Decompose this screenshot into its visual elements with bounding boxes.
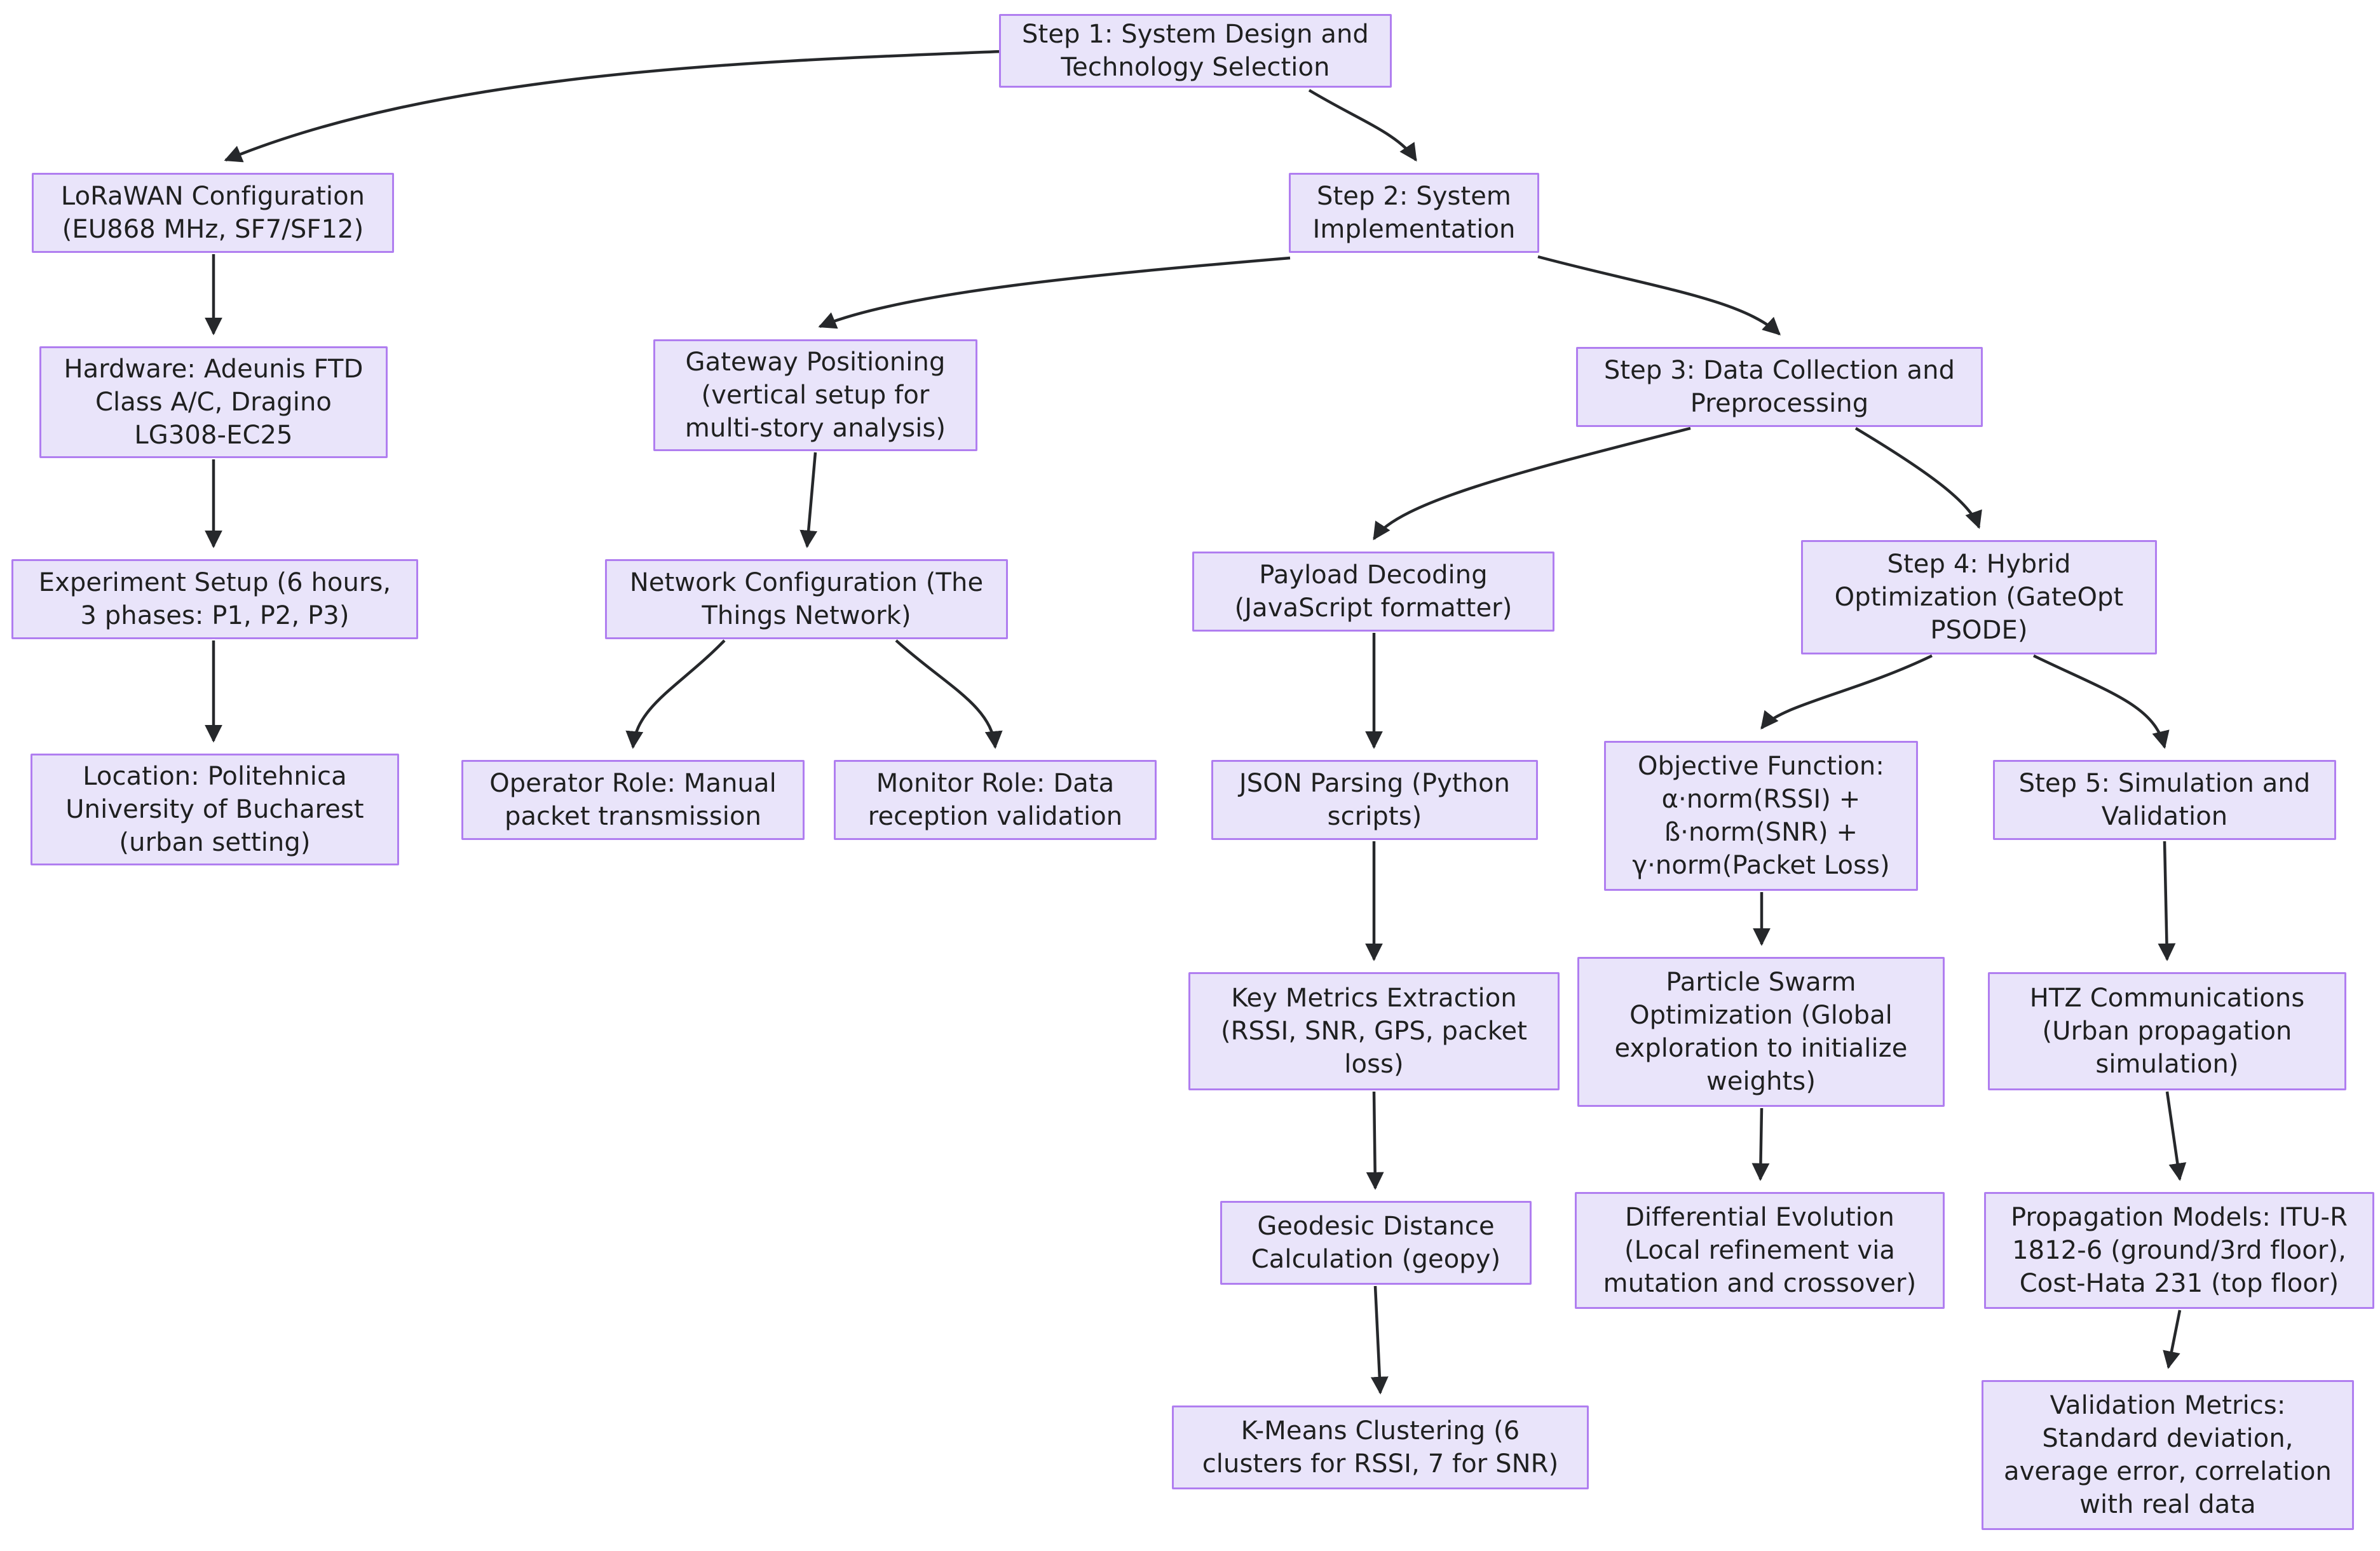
flow-node-label: Location: Politehnica University of Buch… bbox=[65, 762, 364, 857]
flow-edge bbox=[1370, 1285, 1389, 1395]
flow-edge bbox=[224, 49, 1017, 163]
flow-node-kmeans[interactable]: K-Means Clustering (6 clusters for RSSI,… bbox=[1172, 1405, 1589, 1489]
flow-node-lorawan[interactable]: LoRaWAN Configuration (EU868 MHz, SF7/SF… bbox=[32, 173, 394, 253]
flow-node-htz[interactable]: HTZ Communications (Urban propagation si… bbox=[1988, 972, 2346, 1090]
flow-node-hardware[interactable]: Hardware: Adeunis FTD Class A/C, Dragino… bbox=[39, 346, 388, 458]
flow-node-label: Particle Swarm Optimization (Global expl… bbox=[1614, 968, 1908, 1096]
flow-node-label: Experiment Setup (6 hours, 3 phases: P1,… bbox=[38, 568, 391, 630]
flow-node-label: Step 5: Simulation and Validation bbox=[2018, 769, 2311, 831]
flow-node-pso[interactable]: Particle Swarm Optimization (Global expl… bbox=[1577, 957, 1945, 1107]
flow-edge bbox=[2158, 841, 2176, 961]
flow-edge bbox=[895, 639, 1003, 749]
flow-node-label: Step 1: System Design and Technology Sel… bbox=[1022, 20, 1369, 82]
flow-node-label: Propagation Models: ITU-R 1812-6 (ground… bbox=[2011, 1203, 2348, 1298]
flow-node-label: Monitor Role: Data reception validation bbox=[867, 769, 1123, 831]
flow-edge bbox=[799, 452, 818, 548]
flow-edge bbox=[1366, 1091, 1384, 1190]
flow-node-label: Differential Evolution (Local refinement… bbox=[1603, 1203, 1917, 1298]
flow-node-label: Objective Function: α·norm(RSSI) + ß·nor… bbox=[1632, 752, 1890, 880]
flow-node-location[interactable]: Location: Politehnica University of Buch… bbox=[31, 754, 399, 865]
flow-edge bbox=[2163, 1310, 2182, 1369]
flow-node-step1[interactable]: Step 1: System Design and Technology Sel… bbox=[999, 14, 1392, 88]
flow-node-label: Step 3: Data Collection and Preprocessin… bbox=[1603, 356, 1955, 418]
flow-edge bbox=[625, 639, 726, 749]
flow-node-propagation[interactable]: Propagation Models: ITU-R 1812-6 (ground… bbox=[1984, 1192, 2374, 1309]
flow-node-label: Step 4: Hybrid Optimization (GateOpt PSO… bbox=[1834, 550, 2124, 645]
flow-node-validation[interactable]: Validation Metrics: Standard deviation, … bbox=[1982, 1380, 2354, 1530]
flow-edge bbox=[1537, 255, 1781, 335]
flow-node-label: Gateway Positioning (vertical setup for … bbox=[684, 348, 946, 443]
flow-node-label: JSON Parsing (Python scripts) bbox=[1239, 769, 1511, 831]
flow-node-label: Geodesic Distance Calculation (geopy) bbox=[1251, 1212, 1501, 1274]
flow-edge bbox=[818, 256, 1291, 329]
flow-node-label: Hardware: Adeunis FTD Class A/C, Dragino… bbox=[64, 355, 364, 450]
flow-node-label: HTZ Communications (Urban propagation si… bbox=[2029, 984, 2305, 1079]
flow-node-label: Operator Role: Manual packet transmissio… bbox=[489, 769, 777, 831]
flow-node-step3[interactable]: Step 3: Data Collection and Preprocessin… bbox=[1576, 347, 1983, 427]
flow-node-gateway[interactable]: Gateway Positioning (vertical setup for … bbox=[653, 339, 977, 451]
flow-node-label: Payload Decoding (JavaScript formatter) bbox=[1234, 560, 1513, 623]
flow-node-label: Key Metrics Extraction (RSSI, SNR, GPS, … bbox=[1220, 984, 1528, 1079]
flow-node-label: LoRaWAN Configuration (EU868 MHz, SF7/SF… bbox=[60, 182, 365, 244]
flow-edge bbox=[1854, 427, 1982, 529]
flow-node-step5[interactable]: Step 5: Simulation and Validation bbox=[1993, 760, 2336, 840]
flow-edge bbox=[1373, 426, 1691, 541]
flow-node-payload[interactable]: Payload Decoding (JavaScript formatter) bbox=[1192, 552, 1554, 632]
flow-node-diffevo[interactable]: Differential Evolution (Local refinement… bbox=[1575, 1192, 1945, 1309]
flow-edge bbox=[2033, 654, 2170, 749]
flow-node-jsonparse[interactable]: JSON Parsing (Python scripts) bbox=[1211, 760, 1538, 840]
flow-node-monitor[interactable]: Monitor Role: Data reception validation bbox=[834, 760, 1157, 840]
flow-node-geodesic[interactable]: Geodesic Distance Calculation (geopy) bbox=[1220, 1201, 1532, 1285]
flow-node-experiment[interactable]: Experiment Setup (6 hours, 3 phases: P1,… bbox=[11, 559, 418, 639]
flow-node-label: Network Configuration (The Things Networ… bbox=[629, 568, 984, 630]
flow-node-objective[interactable]: Objective Function: α·norm(RSSI) + ß·nor… bbox=[1604, 741, 1918, 891]
flow-edge bbox=[1760, 654, 1933, 730]
flow-node-operator[interactable]: Operator Role: Manual packet transmissio… bbox=[461, 760, 805, 840]
flow-edge bbox=[2165, 1091, 2187, 1181]
flow-node-keymetrics[interactable]: Key Metrics Extraction (RSSI, SNR, GPS, … bbox=[1188, 972, 1560, 1090]
flow-edge bbox=[1751, 1107, 1770, 1181]
flow-node-label: Validation Metrics: Standard deviation, … bbox=[2004, 1391, 2332, 1519]
flow-edge bbox=[1308, 89, 1417, 162]
flow-node-step2[interactable]: Step 2: System Implementation bbox=[1289, 173, 1539, 253]
flow-node-label: Step 2: System Implementation bbox=[1312, 182, 1516, 244]
flow-node-label: K-Means Clustering (6 clusters for RSSI,… bbox=[1202, 1416, 1559, 1479]
flow-node-step4[interactable]: Step 4: Hybrid Optimization (GateOpt PSO… bbox=[1801, 540, 2157, 654]
flow-node-network[interactable]: Network Configuration (The Things Networ… bbox=[605, 559, 1008, 639]
